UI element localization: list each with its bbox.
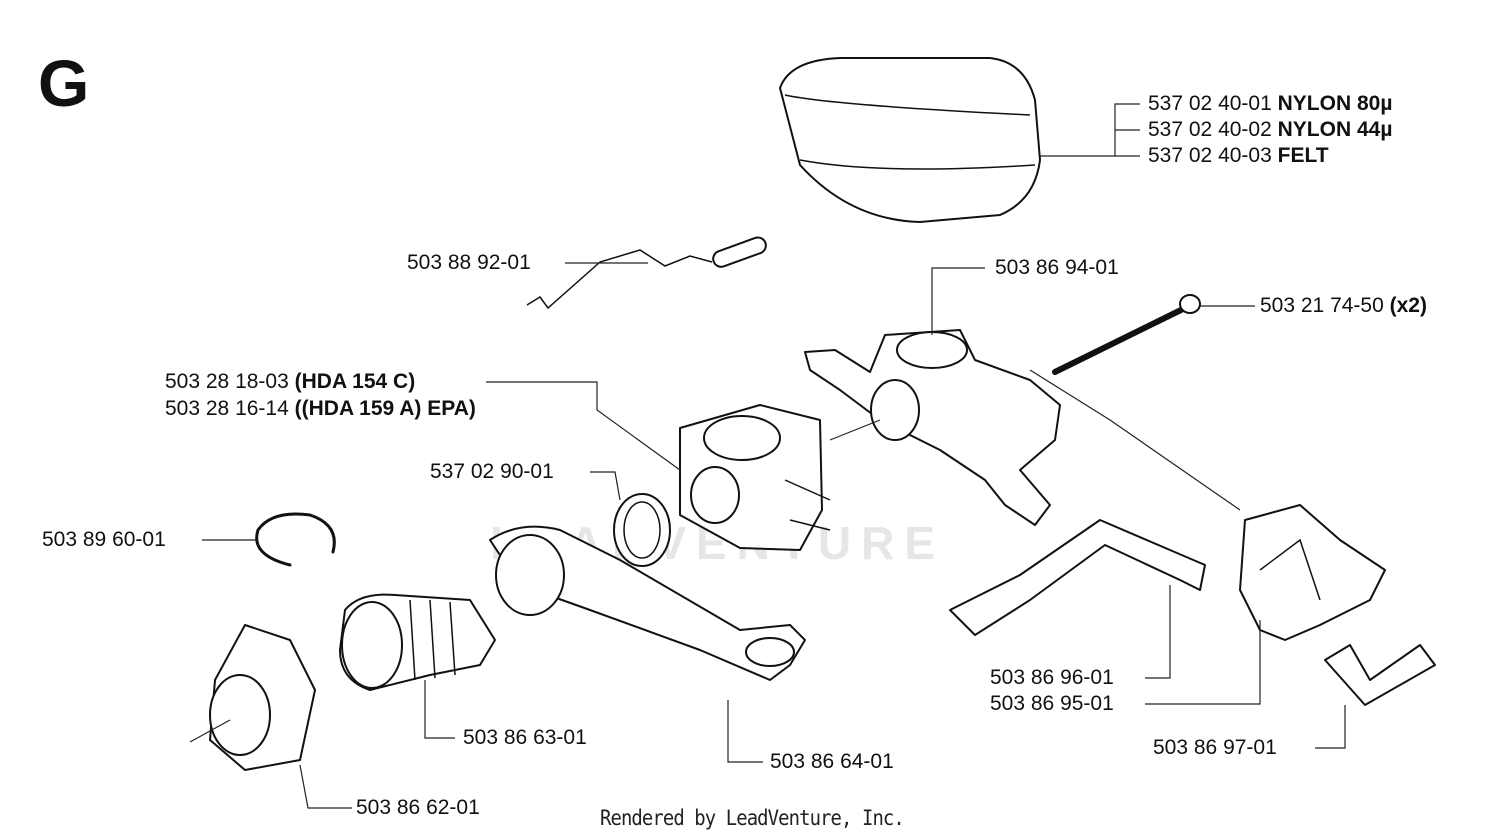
part-number: 537 02 90-01 <box>430 460 554 483</box>
part-label-clip[interactable]: 503 86 97-01 <box>1153 736 1277 760</box>
screw-illustration[interactable] <box>1052 294 1201 375</box>
part-label-link-a[interactable]: 503 86 96-01 <box>990 666 1114 690</box>
intake-bracket-illustration[interactable] <box>489 525 806 681</box>
part-number: 537 02 40-03 <box>1148 144 1272 167</box>
part-label-hose[interactable]: 503 86 63-01 <box>463 726 587 750</box>
part-label-filter-80[interactable]: 537 02 40-01 NYLON 80µ <box>1148 92 1392 116</box>
part-desc: FELT <box>1277 144 1329 167</box>
part-desc: NYLON 80µ <box>1277 92 1393 115</box>
part-label-wire[interactable]: 503 88 92-01 <box>407 251 531 275</box>
part-number: 537 02 40-02 <box>1148 118 1272 141</box>
footer-credit: Rendered by LeadVenture, Inc. <box>600 806 905 830</box>
air-filter-illustration[interactable] <box>779 57 1041 223</box>
carburetor-illustration[interactable] <box>679 404 831 551</box>
part-desc: NYLON 44µ <box>1277 118 1393 141</box>
part-number: 503 89 60-01 <box>42 528 166 551</box>
intake-hose-illustration[interactable] <box>339 593 496 691</box>
part-label-screw[interactable]: 503 21 74-50 (x2) <box>1260 294 1427 318</box>
part-label-link-b[interactable]: 503 86 95-01 <box>990 692 1114 716</box>
intake-housing-illustration[interactable] <box>209 624 316 771</box>
part-number: 503 86 64-01 <box>770 750 894 773</box>
part-label-adapter[interactable]: 503 86 94-01 <box>995 256 1119 280</box>
part-number: 537 02 40-01 <box>1148 92 1272 115</box>
leader-lines <box>189 103 1346 809</box>
part-number: 503 21 74-50 <box>1260 294 1384 317</box>
part-number: 503 86 94-01 <box>995 256 1119 279</box>
part-desc: ((HDA 159 A) EPA) <box>294 397 476 420</box>
carburetor-adapter-illustration[interactable] <box>804 329 1061 526</box>
spring-clip-illustration[interactable] <box>1324 644 1436 706</box>
gasket-illustration[interactable] <box>613 493 671 567</box>
part-label-carb-c[interactable]: 503 28 18-03 (HDA 154 C) <box>165 370 415 394</box>
part-number: 503 28 18-03 <box>165 370 289 393</box>
part-label-bracket[interactable]: 503 86 64-01 <box>770 750 894 774</box>
part-label-gasket[interactable]: 537 02 90-01 <box>430 460 554 484</box>
part-label-carb-a[interactable]: 503 28 16-14 ((HDA 159 A) EPA) <box>165 397 476 421</box>
part-number: 503 88 92-01 <box>407 251 531 274</box>
part-number: 503 86 97-01 <box>1153 736 1277 759</box>
part-number: 503 86 63-01 <box>463 726 587 749</box>
part-desc: (HDA 154 C) <box>294 370 416 393</box>
part-label-ring[interactable]: 503 89 60-01 <box>42 528 166 552</box>
part-label-filter-felt[interactable]: 537 02 40-03 FELT <box>1148 144 1329 168</box>
part-number: 503 86 95-01 <box>990 692 1114 715</box>
part-number: 503 86 96-01 <box>990 666 1114 689</box>
throttle-wire-illustration[interactable] <box>526 235 768 310</box>
trigger-housing-illustration[interactable] <box>1239 504 1386 641</box>
part-desc: (x2) <box>1389 294 1427 317</box>
section-letter: G <box>38 46 90 120</box>
part-number: 503 28 16-14 <box>165 397 289 420</box>
part-number: 503 86 62-01 <box>356 796 480 819</box>
snap-ring-illustration[interactable] <box>255 512 336 567</box>
part-label-intake[interactable]: 503 86 62-01 <box>356 796 480 820</box>
throttle-link-illustration[interactable] <box>949 519 1206 636</box>
part-label-filter-44[interactable]: 537 02 40-02 NYLON 44µ <box>1148 118 1392 142</box>
